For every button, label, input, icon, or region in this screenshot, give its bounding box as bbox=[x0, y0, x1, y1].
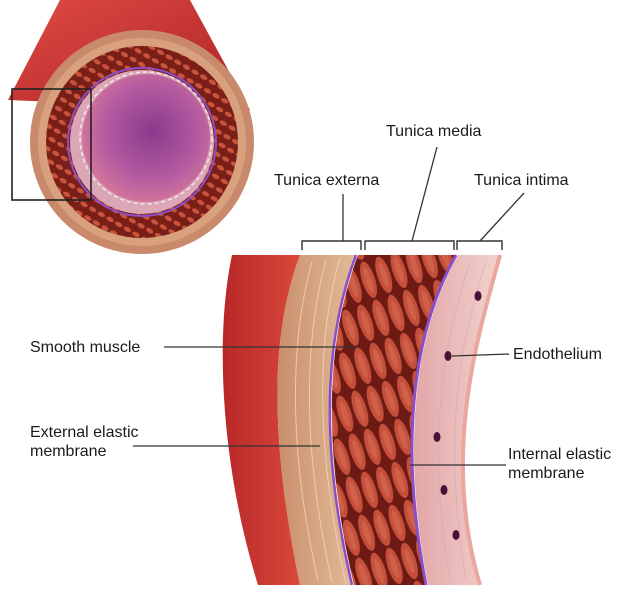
artery-cross-section bbox=[8, 0, 254, 254]
label-external-elastic-membrane: External elastic membrane bbox=[30, 423, 139, 461]
label-internal-elastic-line1: Internal elastic bbox=[508, 446, 612, 463]
label-tunica-externa: Tunica externa bbox=[274, 172, 380, 189]
wall-section bbox=[222, 254, 502, 586]
magnify-box bbox=[11, 88, 92, 201]
label-tunica-media: Tunica media bbox=[386, 123, 482, 140]
internal-elastic-membrane bbox=[410, 254, 458, 586]
leader-lines bbox=[133, 146, 525, 466]
label-external-elastic-line1: External elastic bbox=[30, 424, 139, 441]
label-internal-elastic-line2: membrane bbox=[508, 465, 585, 482]
label-smooth-muscle: Smooth muscle bbox=[30, 339, 141, 356]
label-external-elastic-line2: membrane bbox=[30, 443, 107, 460]
tunica-intima-layer bbox=[413, 255, 500, 585]
layer-brackets bbox=[301, 240, 503, 250]
external-elastic-membrane bbox=[328, 254, 358, 586]
label-endothelium: Endothelium bbox=[513, 346, 602, 363]
label-tunica-intima: Tunica intima bbox=[474, 172, 569, 189]
tunica-media-layer bbox=[331, 255, 456, 585]
label-internal-elastic-membrane: Internal elastic membrane bbox=[508, 445, 611, 483]
endothelial-nuclei bbox=[433, 291, 482, 540]
